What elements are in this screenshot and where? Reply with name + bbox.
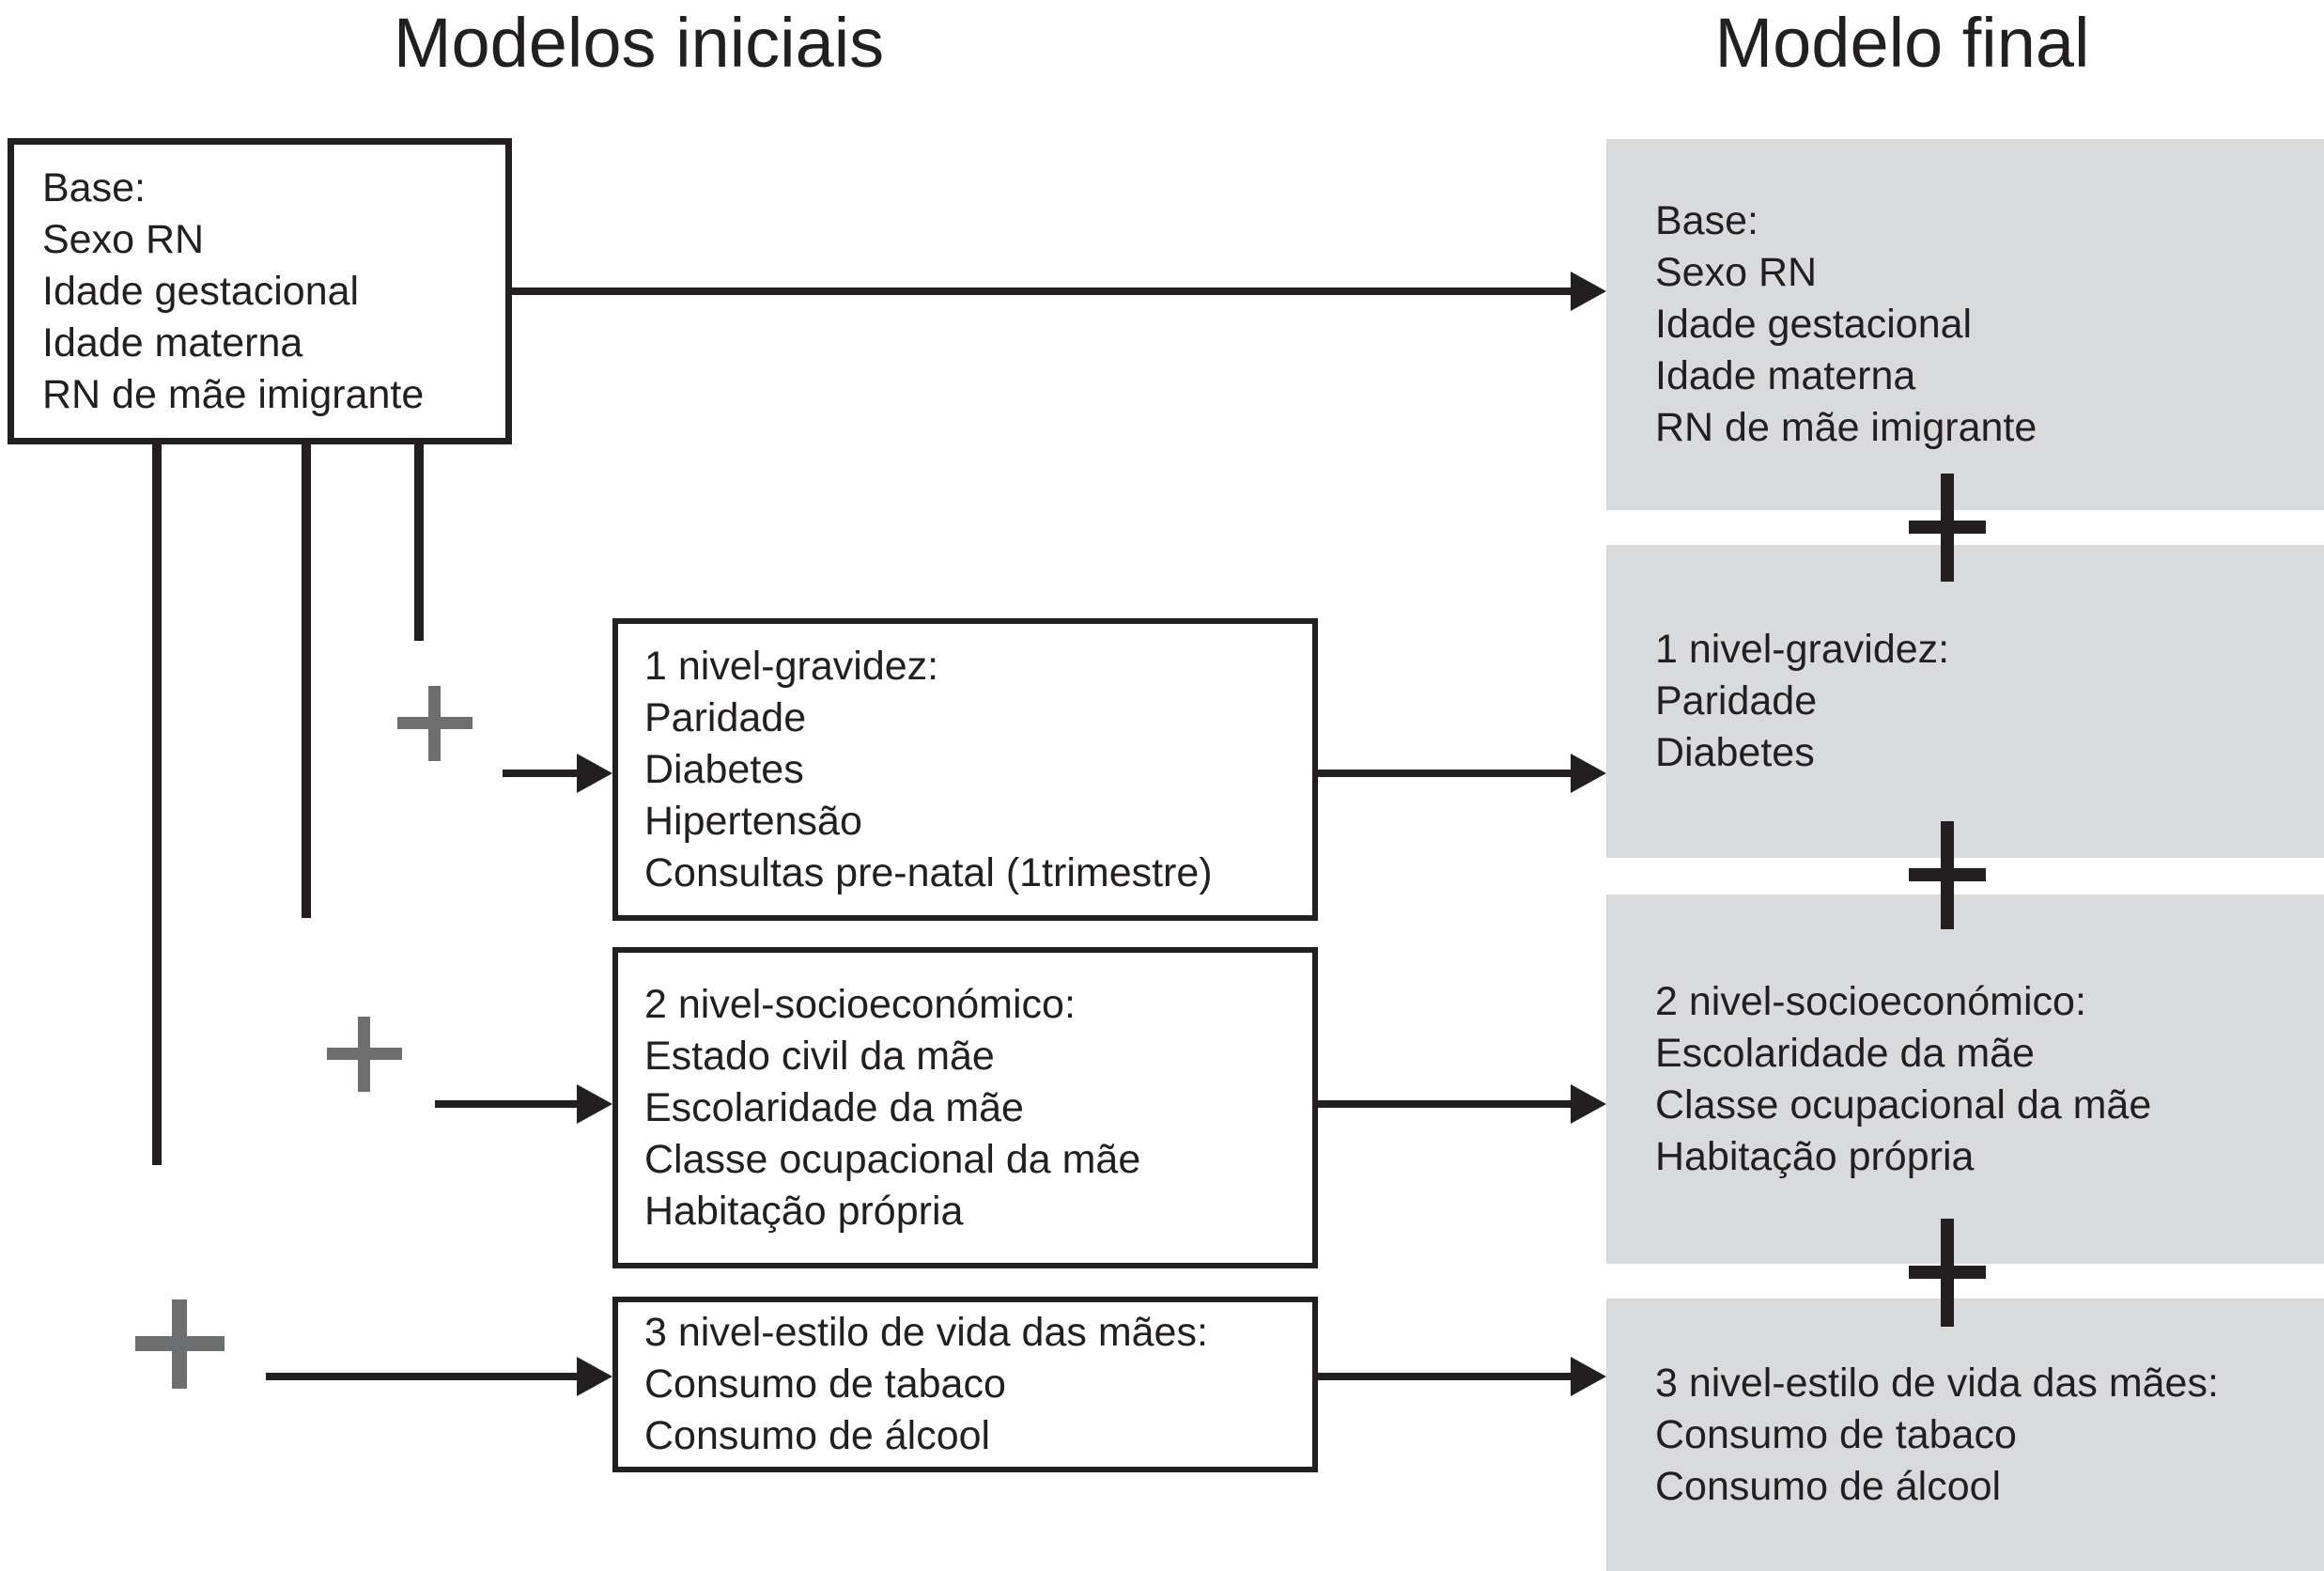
base-drop-line-level3 [152,444,162,1165]
box-line: Idade gestacional [1655,302,1973,347]
arrow-shaft [266,1373,579,1380]
box-line: Escolaridade da mãe [644,1084,1024,1130]
box-line: Base: [1655,198,1758,243]
plus-bar [1941,1219,1954,1327]
final-level1-box: 1 nivel-gravidez: Paridade Diabetes [1606,545,2324,858]
arrow-level3-to-final [1318,1357,1606,1396]
plus-bar [1941,474,1954,582]
box-line: Consumo de álcool [644,1413,991,1458]
arrow-shaft [1318,770,1573,777]
plus-bar [358,1017,370,1092]
box-line: Consumo de tabaco [644,1361,1006,1407]
arrow-level2-to-final [1318,1084,1606,1124]
arrowhead-icon [1571,1357,1606,1396]
plus-icon [135,1299,225,1389]
final-model-title: Modelo final [1714,4,2090,82]
final-level2-box: 2 nivel-socioeconómico: Escolaridade da … [1606,894,2324,1264]
plus-icon [1909,474,1986,582]
box-line: Escolaridade da mãe [1655,1030,2035,1076]
arrowhead-icon [1571,1084,1606,1124]
box-line: Habitação própria [1655,1133,1975,1179]
initial-models-title: Modelos iniciais [393,4,885,82]
box-line: Classe ocupacional da mãe [644,1136,1141,1182]
initial-base-box: Base: Sexo RN Idade gestacional Idade ma… [8,138,512,444]
arrowhead-icon [577,754,612,793]
arrow-shaft [435,1100,579,1108]
plus-icon [397,686,473,761]
arrow-level1-to-final [1318,754,1606,793]
arrowhead-icon [1571,272,1606,311]
box-line: RN de mãe imigrante [42,371,425,417]
arrow-base-to-final-base [512,272,1606,311]
final-base-box: Base: Sexo RN Idade gestacional Idade ma… [1606,139,2324,510]
box-line: Idade gestacional [42,268,360,314]
box-line: 3 nivel-estilo de vida das mães: [644,1310,1208,1355]
box-line: RN de mãe imigrante [1655,405,2037,450]
box-line: Habitação própria [644,1188,964,1234]
arrow-into-level1 [503,754,612,793]
box-line: Idade materna [1655,353,1916,398]
box-line: Sexo RN [1655,250,1818,295]
plus-icon [327,1017,402,1092]
arrow-into-level3 [266,1357,612,1396]
box-line: 2 nivel-socioeconómico: [644,981,1076,1027]
box-line: 3 nivel-estilo de vida das mães: [1655,1360,2219,1406]
box-line: Base: [42,164,146,210]
box-line: 1 nivel-gravidez: [1655,627,1950,672]
initial-level3-box: 3 nivel-estilo de vida das mães: Consumo… [612,1297,1318,1472]
arrow-shaft [503,770,579,777]
box-line: Hipertensão [644,798,862,844]
box-line: 1 nivel-gravidez: [644,643,939,689]
box-line: Idade materna [42,319,303,366]
arrowhead-icon [1571,754,1606,793]
arrow-shaft [1318,1373,1573,1380]
arrowhead-icon [577,1084,612,1124]
plus-bar [172,1299,187,1389]
arrow-shaft [512,288,1573,295]
box-line: 2 nivel-socioeconómico: [1655,978,2086,1024]
plus-bar [1941,821,1954,929]
plus-bar [428,686,441,761]
base-drop-line-level1 [414,444,424,641]
initial-level1-box: 1 nivel-gravidez: Paridade Diabetes Hipe… [612,618,1318,921]
box-line: Paridade [644,694,807,740]
box-line: Sexo RN [42,216,205,262]
box-line: Consumo de álcool [1655,1463,2002,1509]
plus-icon [1909,1219,1986,1327]
arrowhead-icon [577,1357,612,1396]
arrow-into-level2 [435,1084,612,1124]
box-line: Paridade [1655,678,1818,723]
base-drop-line-level2 [302,444,311,918]
box-line: Consultas pre-natal (1trimestre) [644,849,1213,895]
initial-level2-box: 2 nivel-socioeconómico: Estado civil da … [612,947,1318,1268]
box-line: Diabetes [644,746,804,792]
final-level3-box: 3 nivel-estilo de vida das mães: Consumo… [1606,1299,2324,1571]
arrow-shaft [1318,1100,1573,1108]
plus-icon [1909,821,1986,929]
box-line: Consumo de tabaco [1655,1411,2017,1457]
box-line: Diabetes [1655,730,1815,775]
box-line: Classe ocupacional da mãe [1655,1081,2152,1128]
box-line: Estado civil da mãe [644,1033,995,1079]
